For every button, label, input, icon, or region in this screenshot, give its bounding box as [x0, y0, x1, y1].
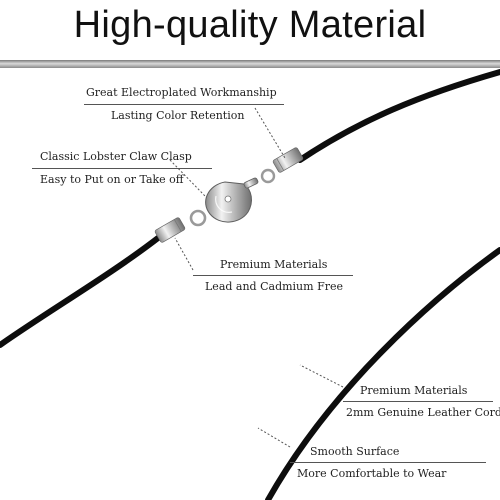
callout-leaders — [169, 107, 344, 448]
lobster-claw-clasp — [205, 177, 259, 223]
callout-clasp-line2: Easy to Put on or Take off — [40, 173, 184, 186]
callout-smooth-line2: More Comfortable to Wear — [297, 467, 447, 480]
leather-cord-upper — [297, 69, 500, 163]
callout-premium-2-divider — [343, 401, 493, 402]
jump-ring-left — [189, 209, 207, 227]
leather-cord-long — [265, 247, 500, 500]
end-cap-left — [154, 217, 186, 243]
callout-smooth-divider — [290, 462, 486, 463]
callout-premium-2-line2: 2mm Genuine Leather Cord — [346, 406, 500, 419]
title-underline-bar — [0, 60, 500, 68]
page-title: High-quality Material — [73, 4, 427, 46]
leader-electroplated — [254, 107, 286, 159]
callout-clasp-line1: Classic Lobster Claw Clasp — [40, 150, 192, 163]
callout-electroplated-divider — [84, 104, 284, 105]
callout-premium-1-line1: Premium Materials — [220, 258, 328, 271]
callout-smooth-line1: Smooth Surface — [310, 445, 400, 458]
leader-premium-2 — [299, 364, 344, 388]
leather-cord-left — [0, 235, 161, 348]
callout-premium-2-line1: Premium Materials — [360, 384, 468, 397]
end-cap-right — [272, 147, 304, 173]
leader-clasp — [169, 159, 206, 197]
callout-clasp-divider — [32, 168, 212, 169]
callout-premium-1-divider — [193, 275, 353, 276]
callout-premium-1-line2: Lead and Cadmium Free — [205, 280, 343, 293]
leader-premium-1 — [174, 237, 194, 271]
leader-smooth — [257, 427, 291, 448]
jump-ring-right — [260, 168, 276, 184]
callout-electroplated-line2: Lasting Color Retention — [111, 109, 245, 122]
callout-electroplated-line1: Great Electroplated Workmanship — [86, 86, 277, 99]
